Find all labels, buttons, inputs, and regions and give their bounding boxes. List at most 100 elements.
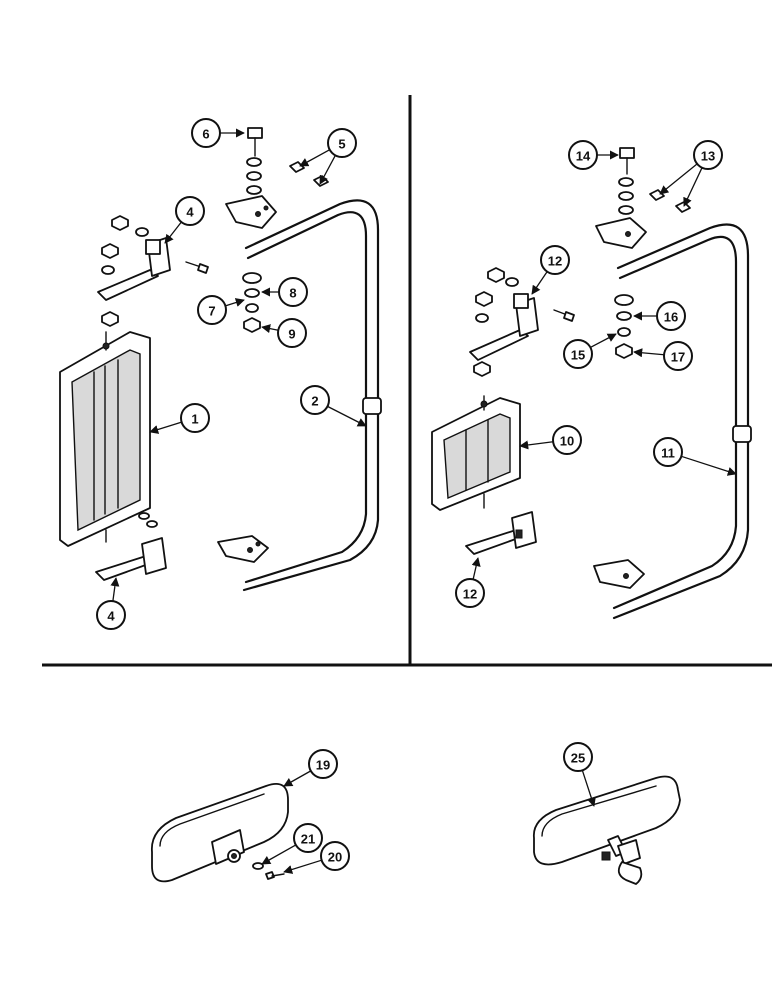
callout-leader bbox=[225, 298, 245, 307]
callout-number: 10 bbox=[560, 434, 574, 449]
callout-circle bbox=[96, 600, 126, 630]
callout-14: 14 bbox=[568, 140, 619, 170]
mirror-arm-right bbox=[612, 223, 750, 620]
left-mirror-assembly bbox=[59, 127, 382, 592]
interior-mirror-19 bbox=[151, 782, 289, 883]
upper-arm-bracket bbox=[225, 195, 277, 229]
callout-circle bbox=[175, 196, 205, 226]
callout-circle bbox=[455, 578, 485, 608]
callout-leader bbox=[590, 333, 617, 349]
callout-9: 9 bbox=[261, 318, 307, 348]
callout-circle bbox=[563, 742, 593, 772]
callout-16: 16 bbox=[633, 301, 686, 331]
upper-arm-bracket-right bbox=[595, 217, 647, 249]
callout-leader bbox=[531, 271, 548, 295]
callout-1: 1 bbox=[149, 403, 210, 434]
upper-mirror-bracket bbox=[97, 269, 159, 301]
callout-leader bbox=[327, 405, 367, 427]
callout-number: 8 bbox=[289, 286, 296, 301]
bolt-14 bbox=[619, 147, 635, 159]
callout-circle bbox=[653, 437, 683, 467]
callout-number: 5 bbox=[338, 137, 345, 152]
callout-leader bbox=[261, 324, 279, 334]
callout-number: 16 bbox=[664, 310, 678, 325]
callout-leader bbox=[164, 221, 182, 244]
callout-15: 15 bbox=[563, 333, 617, 369]
callout-circle bbox=[663, 341, 693, 371]
callout-number: 25 bbox=[571, 751, 585, 766]
callout-number: 17 bbox=[671, 350, 685, 365]
callout-circle bbox=[191, 118, 221, 148]
callout-leader bbox=[681, 455, 737, 476]
callout-number: 7 bbox=[208, 304, 215, 319]
callout-number: 9 bbox=[288, 327, 295, 342]
callout-number: 15 bbox=[571, 348, 585, 363]
callout-4: 4 bbox=[164, 196, 205, 244]
lower-arm-bracket-right bbox=[593, 559, 645, 589]
callout-circle bbox=[293, 823, 323, 853]
callout-6: 6 bbox=[191, 118, 245, 148]
lower-arm-bracket bbox=[217, 535, 269, 563]
callout-leader bbox=[633, 348, 665, 358]
callout-11: 11 bbox=[653, 437, 737, 476]
callout-number: 4 bbox=[107, 609, 115, 624]
callout-circle bbox=[197, 295, 227, 325]
callout-20: 20 bbox=[283, 841, 350, 874]
right-mirror-assembly bbox=[431, 147, 752, 620]
callout-5: 5 bbox=[299, 128, 357, 185]
callout-7: 7 bbox=[197, 295, 245, 325]
callout-circle bbox=[278, 277, 308, 307]
callout-circle bbox=[693, 140, 723, 170]
callout-number: 12 bbox=[463, 587, 477, 602]
callout-21: 21 bbox=[261, 823, 323, 865]
callout-10: 10 bbox=[519, 425, 582, 455]
callout-12: 12 bbox=[531, 245, 570, 295]
callout-number: 13 bbox=[701, 149, 715, 164]
callout-2: 2 bbox=[300, 385, 367, 427]
callout-number: 21 bbox=[301, 832, 315, 847]
callout-leader bbox=[149, 421, 182, 434]
callout-circle bbox=[656, 301, 686, 331]
callout-number: 20 bbox=[328, 850, 342, 865]
callout-12: 12 bbox=[455, 557, 485, 608]
callout-13: 13 bbox=[659, 140, 723, 207]
callout-circle bbox=[308, 749, 338, 779]
callout-circle bbox=[327, 128, 357, 158]
mirror-arm-left bbox=[242, 199, 380, 592]
callout-leader bbox=[283, 770, 312, 787]
bolt-6 bbox=[247, 127, 263, 139]
callout-leader bbox=[283, 859, 322, 874]
callout-circle bbox=[320, 841, 350, 871]
callout-number: 19 bbox=[316, 758, 330, 773]
callout-leader bbox=[471, 557, 481, 580]
callout-circle bbox=[277, 318, 307, 348]
callout-leader bbox=[683, 167, 703, 207]
callout-leader bbox=[519, 440, 554, 450]
callout-19: 19 bbox=[283, 749, 338, 787]
callout-circle bbox=[180, 403, 210, 433]
callout-number: 14 bbox=[576, 149, 591, 164]
callout-number: 4 bbox=[186, 205, 194, 220]
callout-leader bbox=[261, 844, 297, 865]
callout-circle bbox=[300, 385, 330, 415]
callout-25: 25 bbox=[563, 742, 596, 807]
callout-circle bbox=[568, 140, 598, 170]
callout-4: 4 bbox=[96, 577, 126, 630]
callout-leader bbox=[659, 163, 698, 195]
callout-leader bbox=[581, 770, 596, 807]
callout-17: 17 bbox=[633, 341, 693, 371]
callout-number: 6 bbox=[202, 127, 209, 142]
callout-leader bbox=[299, 149, 331, 167]
callout-circle bbox=[552, 425, 582, 455]
callout-number: 1 bbox=[191, 412, 198, 427]
interior-mirror-25 bbox=[533, 775, 681, 885]
callout-8: 8 bbox=[261, 277, 308, 307]
callout-number: 2 bbox=[311, 394, 318, 409]
callout-leader bbox=[319, 155, 336, 185]
callout-circle bbox=[540, 245, 570, 275]
callout-leader bbox=[110, 577, 120, 602]
callout-circle bbox=[563, 339, 593, 369]
callout-number: 11 bbox=[661, 446, 675, 461]
